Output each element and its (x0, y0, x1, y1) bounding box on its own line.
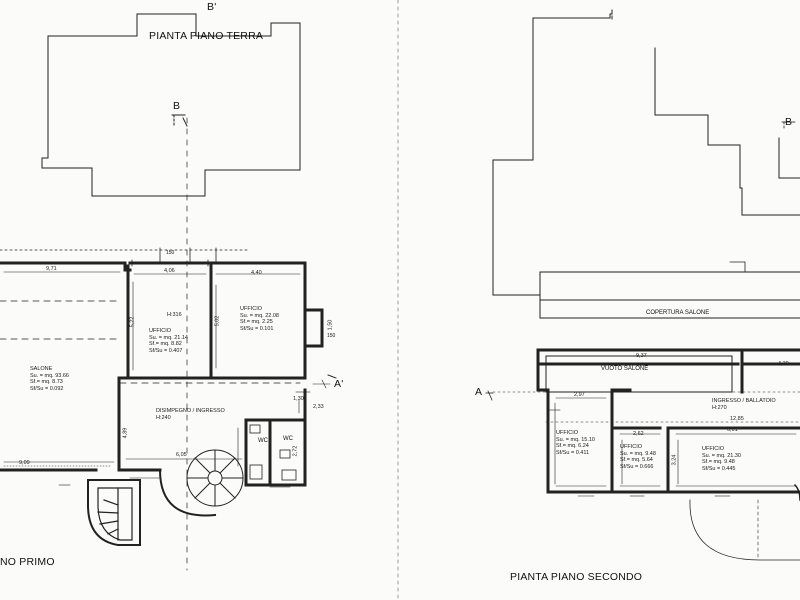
ufficio-b-ratio: Sf/Su = 0.101 (240, 325, 274, 332)
ingresso-height: H:270 (712, 404, 727, 411)
room-copertura-salone: COPERTURA SALONE (646, 310, 710, 316)
ufficio-2a-su: Su. = mq. 15.10 (556, 436, 595, 443)
dim-272: 2,72 (292, 445, 299, 457)
title-piano-terra: PIANTA PIANO TERRA (149, 30, 264, 42)
ufficio-b-su: Su. = mq. 22.08 (240, 312, 279, 319)
disimpegno-height: H:240 (156, 414, 171, 421)
ufficio-a-height: H:316 (167, 312, 182, 318)
ufficio-2b-ratio: Sf/Su = 0.666 (620, 463, 654, 470)
room-disimpegno: DISIMPEGNO / INGRESSO H:240 (156, 408, 225, 421)
salone-ratio: Sf/Su = 0.092 (30, 385, 64, 392)
room-ufficio-2b: UFFICIO Su. = mq. 9.48 Sf.= mq. 5.64 Sf/… (620, 444, 656, 470)
disimpegno-name: DISIMPEGNO / INGRESSO (156, 408, 225, 414)
ufficio-2c-su: Su. = mq. 21.30 (702, 452, 741, 459)
dim-909: 9,09 (19, 460, 30, 466)
dim-150: 1,50 (327, 319, 334, 331)
room-wc-1: WC (258, 438, 268, 444)
salone-sf: Sf.= mq. 8.73 (30, 379, 63, 385)
room-ufficio-a: UFFICIO Su. = mq. 21.14 Sf.= mq. 8.82 Sf… (149, 328, 188, 354)
dim-430: 4,30 (778, 361, 789, 367)
section-mark-b-right: B (785, 116, 793, 128)
ufficio-2b-su: Su. = mq. 9.48 (620, 450, 656, 457)
dim-324: 3,24 (671, 454, 678, 466)
room-ufficio-2c: UFFICIO Su. = mq. 21.30 Sf.= mq. 9.48 Sf… (702, 446, 741, 472)
section-mark-b-left: B (173, 100, 181, 112)
title-piano-secondo: PIANTA PIANO SECONDO (510, 571, 643, 583)
dim-100: 150 (327, 333, 336, 339)
ufficio-2a-ratio: Sf/Su = 0.411 (556, 449, 590, 456)
dim-130: 1,30 (293, 396, 304, 402)
dim-406: 4,06 (164, 268, 175, 274)
room-ufficio-2a: UFFICIO Su. = mq. 15.10 Sf.= mq. 6.24 Sf… (556, 430, 595, 456)
ufficio-a-sf: Sf.= mq. 8.82 (149, 341, 182, 347)
room-wc-2: WC (283, 436, 293, 442)
ufficio-2a-sf: Sf.= mq. 6.24 (556, 443, 589, 449)
ufficio-b-sf: Sf.= mq. 2.25 (240, 319, 273, 325)
ufficio-2c-ratio: Sf/Su = 0.445 (702, 465, 736, 472)
dim-971: 9,71 (46, 266, 57, 272)
dim-297: 2,97 (574, 392, 585, 398)
room-vuoto-salone: VUOTO SALONE (601, 366, 649, 372)
dim-522: 5,22 (129, 316, 136, 328)
dim-440: 4,40 (251, 270, 262, 276)
ufficio-b-name: UFFICIO (240, 306, 262, 312)
dim-150b: 150 (166, 250, 175, 256)
dim-1285: 12,85 (730, 416, 744, 422)
room-ingresso-ballatoio: INGRESSO / BALLATOIO H:270 (712, 398, 776, 411)
dim-502: 5,02 (214, 315, 221, 327)
salone-su: Su. = mq. 93.66 (30, 372, 69, 379)
right-ground-outline (492, 13, 800, 296)
ufficio-a-name: UFFICIO (149, 328, 171, 334)
dim-262: 2,62 (633, 431, 644, 437)
ufficio-2a-name: UFFICIO (556, 430, 578, 436)
title-piano-primo: NO PRIMO (0, 556, 55, 568)
dim-489: 4,89 (122, 427, 129, 439)
room-salone: SALONE Su. = mq. 93.66 Sf.= mq. 8.73 Sf/… (30, 366, 69, 392)
room-ufficio-b: UFFICIO Su. = mq. 22.08 Sf.= mq. 2.25 Sf… (240, 306, 279, 332)
dim-233: 2,33 (313, 404, 324, 410)
ground-floor-outline (41, 13, 301, 197)
ufficio-2b-name: UFFICIO (620, 444, 642, 450)
ufficio-a-su: Su. = mq. 21.14 (149, 334, 188, 341)
section-mark-b-prime-top: B' (207, 1, 217, 13)
section-mark-a-prime: A' (334, 378, 344, 390)
salone-name: SALONE (30, 366, 53, 372)
ufficio-a-ratio: Sf/Su = 0.407 (149, 347, 183, 354)
dim-605: 6,05 (176, 452, 187, 458)
section-mark-a: A (475, 386, 483, 398)
ingresso-name: INGRESSO / BALLATOIO (712, 398, 776, 404)
ufficio-2c-name: UFFICIO (702, 446, 724, 452)
dim-937: 9,37 (636, 353, 647, 359)
ufficio-2c-sf: Sf.= mq. 9.48 (702, 459, 735, 465)
dim-601: 6,01 (727, 427, 738, 433)
ufficio-2b-sf: Sf.= mq. 5.64 (620, 457, 653, 463)
